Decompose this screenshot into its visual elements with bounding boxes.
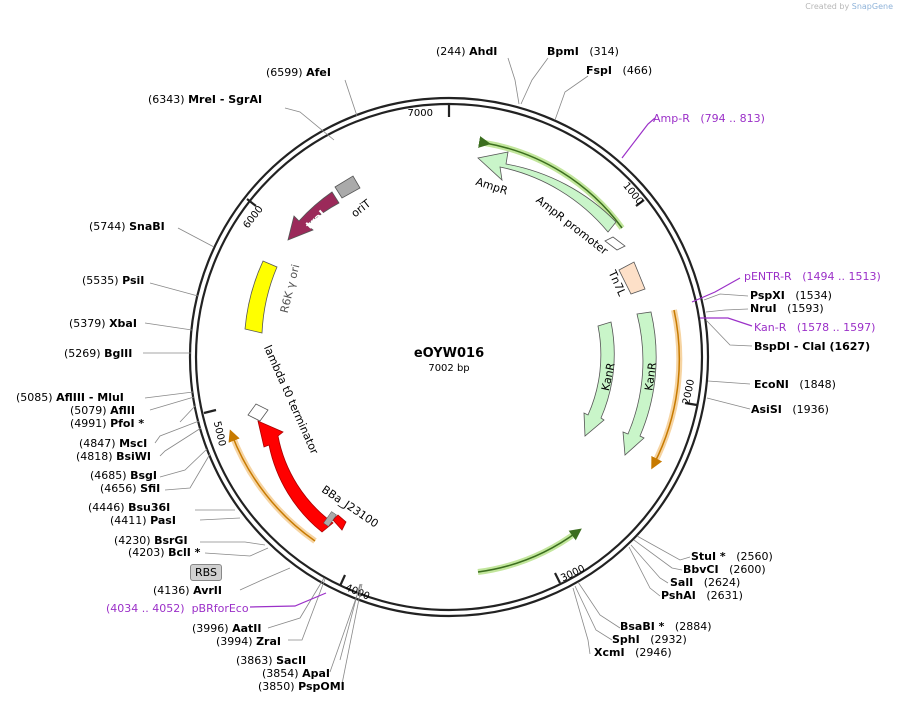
tick-label: 2000 [681,378,697,405]
site-bglii[interactable]: (5269) BglII [64,347,133,360]
site-bspdi[interactable]: BspDI - ClaI (1627) [754,340,871,353]
site-aflii[interactable]: (5079) AflII [70,404,135,417]
site-aatii[interactable]: (3996) AatII [192,622,262,635]
site-zrai[interactable]: (3994) ZraI [216,635,281,648]
site-leader-lines [143,57,753,685]
site-bsgi[interactable]: (4685) BsgI [90,469,157,482]
site-xcmi[interactable]: XcmI (2946) [594,646,672,659]
site-bsu36i[interactable]: (4446) Bsu36I [88,501,171,514]
plasmid-size: 7002 bp [428,363,469,374]
site-stui[interactable]: StuI * (2560) [691,550,773,563]
site-msci[interactable]: (4847) MscI [79,437,148,450]
site-fspi[interactable]: FspI (466) [586,64,653,77]
backbone-outer [188,96,710,618]
feature-bba-j23100[interactable] [332,514,347,531]
feature-traj[interactable] [287,191,340,241]
site-xbai[interactable]: (5379) XbaI [69,317,137,330]
primer-markers [249,117,753,608]
site-ahdi[interactable]: (244) AhdI [436,45,498,58]
rbs-badge[interactable]: RBS [190,564,222,581]
site-pfoi[interactable]: (4991) PfoI * [70,417,145,430]
site-psii[interactable]: (5535) PsiI [82,274,145,287]
feature-ampr[interactable] [477,151,617,233]
primer-pbrforeco[interactable]: (4034 .. 4052) pBRforEco [106,602,249,615]
primer-pentr-r[interactable]: pENTR-R (1494 .. 1513) [744,270,881,283]
site-pspomi[interactable]: (3850) PspOMI [258,680,345,693]
feature-tn7l[interactable] [618,261,646,295]
feature-kanr-2[interactable] [622,311,657,456]
primer-amp-r[interactable]: Amp-R (794 .. 813) [653,112,765,125]
site-econi[interactable]: EcoNI (1848) [754,378,836,391]
feature-turborfp[interactable] [257,420,334,533]
site-afliii[interactable]: (5085) AflIII - MluI [16,391,124,404]
tick-label: 7000 [408,108,433,119]
site-apai[interactable]: (3854) ApaI [262,667,330,680]
feature-kanr-1[interactable] [583,321,615,437]
site-sacii[interactable]: (3863) SacII [236,654,307,667]
site-pshai[interactable]: PshAI (2631) [661,589,743,602]
feature-lambda-t0[interactable] [247,403,269,422]
site-sfii[interactable]: (4656) SfiI [100,482,161,495]
site-mrei[interactable]: (6343) MreI - SgrAI [148,93,263,106]
feature-r6k-ori[interactable] [244,260,278,334]
feature-small-grey [323,511,337,527]
feature-ampr-promoter[interactable] [604,236,626,251]
site-nrui[interactable]: NruI (1593) [750,302,824,315]
site-afei[interactable]: (6599) AfeI [266,66,331,79]
label-kanr-2: KanR [642,361,659,391]
credit: Created by SnapGene [805,2,893,11]
site-asisi[interactable]: AsiSI (1936) [751,403,829,416]
feature-orit[interactable] [334,175,361,199]
site-sali[interactable]: SalI (2624) [670,576,741,589]
site-bsiwi[interactable]: (4818) BsiWI [76,450,152,463]
plasmid-name: eOYW016 [414,346,484,361]
site-sphi[interactable]: SphI (2932) [612,633,687,646]
site-bbvci[interactable]: BbvCI (2600) [683,563,766,576]
site-snabi[interactable]: (5744) SnaBI [89,220,165,233]
site-avrii[interactable]: (4136) AvrII [153,584,222,597]
label-kanr-1: KanR [599,361,618,392]
primer-kan-r[interactable]: Kan-R (1578 .. 1597) [754,321,876,334]
site-bsrgi[interactable]: (4230) BsrGI [114,534,188,547]
credit-prefix: Created by [805,2,850,11]
site-pasi[interactable]: (4411) PasI [110,514,176,527]
credit-brand: SnapGene [851,2,893,11]
site-pspxi[interactable]: PspXI (1534) [750,289,832,302]
site-bsabi[interactable]: BsaBI * (2884) [620,620,712,633]
site-bpmi[interactable]: BpmI (314) [547,45,619,58]
site-bcli[interactable]: (4203) BclI * [128,546,201,559]
